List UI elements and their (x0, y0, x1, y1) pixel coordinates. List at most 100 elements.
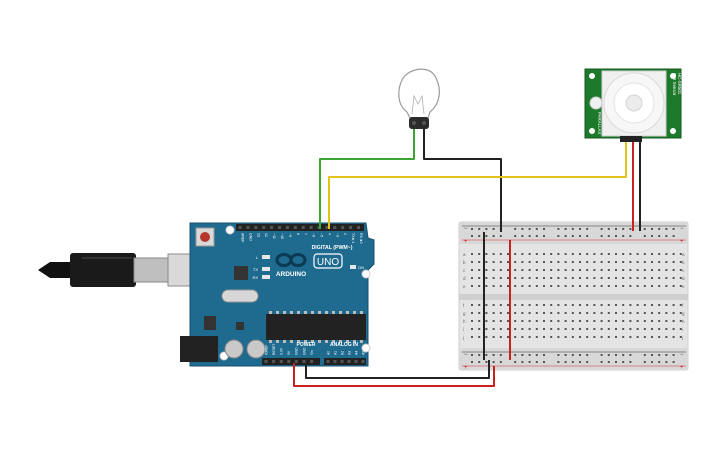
terminal-hole[interactable] (550, 269, 553, 271)
terminal-hole[interactable] (607, 320, 610, 322)
terminal-hole[interactable] (600, 320, 603, 322)
terminal-hole[interactable] (658, 312, 661, 314)
terminal-hole[interactable] (564, 328, 567, 330)
digital-pin-hole[interactable] (357, 226, 360, 229)
wire-red-5v[interactable] (293, 363, 495, 387)
terminal-hole[interactable] (521, 285, 524, 287)
terminal-hole[interactable] (629, 336, 632, 338)
rail-hole[interactable] (514, 361, 517, 363)
rail-hole[interactable] (478, 228, 481, 230)
wire-black-bulb[interactable] (423, 129, 502, 232)
terminal-hole[interactable] (636, 277, 639, 279)
terminal-hole[interactable] (665, 304, 668, 306)
terminal-hole[interactable] (571, 312, 574, 314)
terminal-hole[interactable] (643, 328, 646, 330)
terminal-hole[interactable] (535, 320, 538, 322)
terminal-hole[interactable] (593, 277, 596, 279)
terminal-hole[interactable] (643, 304, 646, 306)
digital-pin-hole[interactable] (278, 226, 281, 229)
terminal-hole[interactable] (535, 253, 538, 255)
terminal-hole[interactable] (521, 320, 524, 322)
terminal-hole[interactable] (564, 304, 567, 306)
terminal-hole[interactable] (471, 320, 473, 322)
rail-hole[interactable] (622, 235, 625, 237)
terminal-hole[interactable] (571, 285, 574, 287)
terminal-hole[interactable] (521, 304, 524, 306)
terminal-hole[interactable] (636, 320, 639, 322)
rail-hole[interactable] (571, 361, 574, 363)
rail-hole[interactable] (658, 354, 661, 356)
analog-pin-hole[interactable] (354, 360, 358, 363)
terminal-hole[interactable] (543, 320, 545, 322)
terminal-hole[interactable] (550, 328, 553, 330)
terminal-hole[interactable] (557, 336, 560, 338)
terminal-hole[interactable] (622, 312, 625, 314)
terminal-hole[interactable] (535, 285, 538, 287)
terminal-hole[interactable] (535, 269, 538, 271)
terminal-hole[interactable] (485, 304, 488, 306)
terminal-hole[interactable] (672, 312, 675, 314)
terminal-hole[interactable] (665, 312, 668, 314)
terminal-hole[interactable] (535, 277, 538, 279)
terminal-hole[interactable] (679, 304, 682, 306)
digital-pin-hole[interactable] (349, 226, 353, 229)
rail-hole[interactable] (521, 235, 524, 237)
terminal-hole[interactable] (485, 320, 488, 322)
terminal-hole[interactable] (557, 269, 560, 271)
terminal-hole[interactable] (550, 285, 553, 287)
terminal-hole[interactable] (629, 269, 632, 271)
digital-pin-hole[interactable] (254, 226, 258, 229)
rail-hole[interactable] (535, 361, 538, 363)
rail-hole[interactable] (643, 354, 646, 356)
terminal-hole[interactable] (579, 277, 581, 279)
rail-hole[interactable] (499, 235, 502, 237)
terminal-hole[interactable] (550, 277, 553, 279)
terminal-hole[interactable] (665, 320, 668, 322)
terminal-hole[interactable] (521, 277, 524, 279)
rail-hole[interactable] (651, 354, 653, 356)
terminal-hole[interactable] (651, 336, 653, 338)
terminal-hole[interactable] (607, 304, 610, 306)
terminal-hole[interactable] (586, 336, 589, 338)
rail-hole[interactable] (651, 228, 653, 230)
terminal-hole[interactable] (543, 312, 545, 314)
terminal-hole[interactable] (586, 328, 589, 330)
rail-hole[interactable] (665, 354, 668, 356)
terminal-hole[interactable] (550, 253, 553, 255)
terminal-hole[interactable] (550, 261, 553, 263)
terminal-hole[interactable] (521, 336, 524, 338)
terminal-hole[interactable] (535, 261, 538, 263)
terminal-hole[interactable] (622, 253, 625, 255)
terminal-hole[interactable] (651, 269, 653, 271)
terminal-hole[interactable] (535, 304, 538, 306)
terminal-hole[interactable] (485, 328, 488, 330)
terminal-hole[interactable] (636, 336, 639, 338)
terminal-hole[interactable] (651, 285, 653, 287)
terminal-hole[interactable] (622, 304, 625, 306)
terminal-hole[interactable] (521, 261, 524, 263)
terminal-hole[interactable] (471, 304, 473, 306)
terminal-hole[interactable] (658, 285, 661, 287)
digital-pin-hole[interactable] (333, 226, 337, 229)
rail-hole[interactable] (586, 361, 589, 363)
terminal-hole[interactable] (586, 277, 589, 279)
terminal-hole[interactable] (485, 253, 488, 255)
terminal-hole[interactable] (579, 328, 581, 330)
terminal-hole[interactable] (629, 253, 632, 255)
terminal-hole[interactable] (478, 312, 481, 314)
terminal-hole[interactable] (607, 269, 610, 271)
rail-hole[interactable] (492, 361, 495, 363)
terminal-hole[interactable] (514, 304, 517, 306)
terminal-hole[interactable] (557, 304, 560, 306)
rail-hole[interactable] (485, 228, 488, 230)
analog-pin-hole[interactable] (326, 360, 330, 363)
terminal-hole[interactable] (499, 285, 502, 287)
terminal-hole[interactable] (485, 285, 488, 287)
rail-hole[interactable] (485, 354, 488, 356)
rail-hole[interactable] (557, 354, 560, 356)
terminal-hole[interactable] (485, 312, 488, 314)
rail-hole[interactable] (471, 361, 473, 363)
rail-hole[interactable] (651, 361, 653, 363)
rail-hole[interactable] (658, 361, 661, 363)
terminal-hole[interactable] (593, 253, 596, 255)
